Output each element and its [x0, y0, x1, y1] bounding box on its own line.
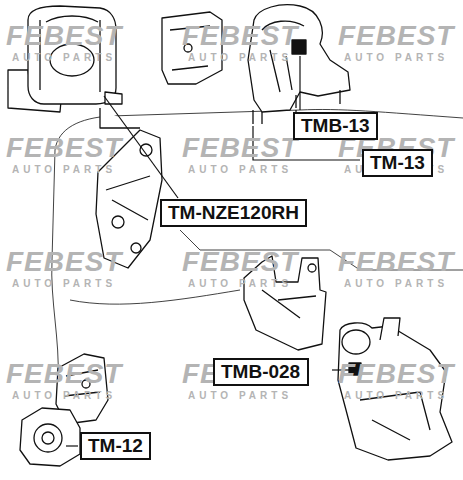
- part-number-box: TMB-028: [213, 358, 309, 386]
- watermark: AUTO PARTS: [344, 390, 448, 401]
- watermark: FEBEST: [6, 246, 122, 278]
- watermark: FEBEST: [182, 132, 298, 164]
- watermark: AUTO PARTS: [12, 52, 116, 63]
- watermark: FEBEST: [6, 132, 122, 164]
- watermark: FEBEST: [338, 20, 454, 52]
- watermark: FEBEST: [182, 246, 298, 278]
- watermark: AUTO PARTS: [344, 278, 448, 289]
- part-number-box: TM-NZE120RH: [160, 199, 307, 227]
- watermark: AUTO PARTS: [188, 390, 292, 401]
- part-number: TMB-028: [221, 361, 301, 383]
- part-number: TM-NZE120RH: [168, 202, 299, 224]
- part-number-box: TM-13: [362, 149, 433, 177]
- watermark: FEBEST: [338, 358, 454, 390]
- part-number: TM-12: [88, 435, 143, 457]
- watermark: FEBEST: [182, 20, 298, 52]
- watermark: FEBEST: [338, 246, 454, 278]
- part-number: TM-13: [370, 152, 425, 174]
- part-number: TMB-13: [301, 115, 370, 137]
- watermark: AUTO PARTS: [12, 164, 116, 175]
- watermark: AUTO PARTS: [188, 52, 292, 63]
- watermark: AUTO PARTS: [12, 390, 116, 401]
- watermark: AUTO PARTS: [12, 278, 116, 289]
- watermark: AUTO PARTS: [188, 278, 292, 289]
- watermark: FEBEST: [6, 20, 122, 52]
- watermark: FEBEST: [6, 358, 122, 390]
- watermark: AUTO PARTS: [344, 52, 448, 63]
- part-number-box: TM-12: [80, 432, 151, 460]
- watermark: AUTO PARTS: [188, 164, 292, 175]
- part-number-box: TMB-13: [293, 112, 378, 140]
